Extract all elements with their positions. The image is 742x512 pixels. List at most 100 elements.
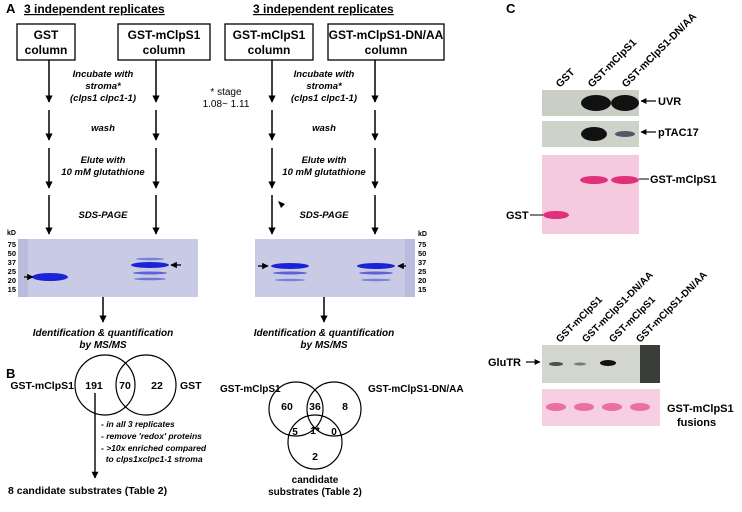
right-kd-tick: 25 <box>418 267 426 276</box>
right-box2-line1: GST-mClpS1-DN/AA <box>329 28 444 42</box>
right-dnaa-column-box <box>327 23 445 61</box>
c-uvr-label: UVR <box>658 96 681 108</box>
c-gst-mclps1-label: GST-mClpS1 <box>650 174 717 186</box>
c-uvr-band <box>611 95 639 111</box>
venn-right-c-only: 2 <box>312 451 318 463</box>
c-glutr-band <box>549 362 563 366</box>
left-box1-line1: GST <box>34 28 59 42</box>
left-sds-page: SDS-PAGE <box>79 210 129 221</box>
venn-left-circle-gst <box>115 354 177 416</box>
panel-label-a: A <box>6 1 16 16</box>
c-ponceau-blot <box>542 155 639 234</box>
venn-left-result: 8 candidate substrates (Table 2) <box>8 485 167 497</box>
right-kd-tick: 37 <box>418 258 426 267</box>
left-gel-band-faint <box>134 277 166 281</box>
left-box2-line2: column <box>143 43 186 57</box>
venn-right-bc: 0 <box>331 427 337 438</box>
left-gst-mclps1-column-box <box>117 23 211 61</box>
c-gst-label: GST <box>506 210 529 222</box>
right-incubate-line3: (clps1 clpc1-1) <box>291 93 357 104</box>
right-gel-ladder <box>405 239 415 297</box>
right-kd-tick: 15 <box>418 285 426 294</box>
c-glutr-dark-edge <box>640 345 660 383</box>
left-gel-band-gst <box>32 273 68 281</box>
left-kd-label: kD <box>7 230 16 237</box>
c-glutr-label: GluTR <box>488 357 521 369</box>
venn-left-overlap: 70 <box>119 380 131 392</box>
c-ptac17-band <box>581 127 607 141</box>
right-gel-band-faint <box>275 278 305 282</box>
venn-left-circle-mclps1 <box>74 354 136 416</box>
venn-right-label-a: GST-mClpS1 <box>220 384 281 395</box>
left-kd-tick: 25 <box>8 267 16 276</box>
c-ponceau-band-gst <box>543 211 569 219</box>
left-gel-band-faint <box>133 271 167 275</box>
right-replicates-title: 3 independent replicates <box>253 2 394 16</box>
left-identification-line2: by MS/MS <box>79 340 127 351</box>
stage-note-line2: 1.08~ 1.11 <box>203 99 250 110</box>
venn-left-label-gst: GST <box>180 380 202 392</box>
c-ptac17-band-faint <box>615 131 635 137</box>
right-box1-line2: column <box>248 43 291 57</box>
right-kd-tick: 50 <box>418 249 426 258</box>
venn-right-b-only: 8 <box>342 401 348 413</box>
right-sds-page: SDS-PAGE <box>300 210 350 221</box>
left-gel-ladder <box>18 239 28 297</box>
right-identification-line1: Identification & quantification <box>254 328 395 339</box>
left-gel-band-faint <box>136 257 164 261</box>
venn-right-label-b: GST-mClpS1-DN/AA <box>368 384 464 395</box>
right-kd-ticks: 75 50 37 25 20 15 <box>418 240 426 294</box>
left-kd-tick: 15 <box>8 285 16 294</box>
left-box2-line1: GST-mClpS1 <box>128 28 201 42</box>
left-gel-band-mclps1 <box>131 262 169 268</box>
venn-left-label-mclps1: GST-mClpS1 <box>10 380 74 392</box>
left-kd-tick: 20 <box>8 276 16 285</box>
right-small-arrowhead <box>278 201 285 208</box>
right-gel-band-dnaa <box>357 263 395 269</box>
venn-right-label-c-line1: candidate <box>292 475 339 486</box>
left-replicates-title: 3 independent replicates <box>24 2 165 16</box>
right-identification-line2: by MS/MS <box>300 340 348 351</box>
right-kd-label: kD <box>418 231 427 238</box>
stage-note-line1: * stage <box>210 87 242 98</box>
venn-left-only-mclps1: 191 <box>85 380 103 392</box>
venn-right-a-only: 60 <box>281 401 293 413</box>
right-gst-mclps1-column-box <box>224 23 314 61</box>
c-fusion-band <box>630 403 650 411</box>
left-wash: wash <box>91 123 115 134</box>
venn-right-label-c-line2: substrates (Table 2) <box>268 487 362 498</box>
right-flow-arrows <box>268 60 379 235</box>
left-box1-line2: column <box>25 43 68 57</box>
right-wash: wash <box>312 123 336 134</box>
venn-right-circle-b <box>306 381 362 437</box>
venn-left-filter: - in all 3 replicates <box>101 419 175 429</box>
right-kd-tick: 75 <box>418 240 426 249</box>
right-box1-line1: GST-mClpS1 <box>233 28 306 42</box>
venn-left-filter: to clps1xclpc1-1 stroma <box>101 454 203 464</box>
right-elute-line2: 10 mM glutathione <box>282 167 366 178</box>
venn-right-abc: 1* <box>310 426 320 437</box>
c-ponceau-band-mclps1 <box>580 176 608 184</box>
right-elute-line1: Elute with <box>302 155 347 166</box>
right-incubate-line1: Incubate with <box>294 69 355 80</box>
c-fusion-label-line1: GST-mClpS1 <box>667 403 734 415</box>
right-gel-band-mclps1 <box>271 263 309 269</box>
left-kd-ticks: 75 50 37 25 20 15 <box>8 240 16 294</box>
panel-label-b: B <box>6 366 15 381</box>
venn-right-ac: 5 <box>292 427 298 438</box>
left-kd-tick: 75 <box>8 240 16 249</box>
left-gel <box>18 239 198 297</box>
left-elute-line2: 10 mM glutathione <box>61 167 145 178</box>
left-elute-line1: Elute with <box>81 155 126 166</box>
right-box2-line2: column <box>365 43 408 57</box>
c-ptac17-label: pTAC17 <box>658 127 699 139</box>
c-fusion-band <box>574 403 594 411</box>
right-kd-tick: 20 <box>418 276 426 285</box>
venn-right-circle-a <box>268 381 324 437</box>
left-flow-arrows <box>45 60 160 235</box>
c-fusion-label-line2: fusions <box>677 417 716 429</box>
left-kd-tick: 37 <box>8 258 16 267</box>
c-fusion-band <box>602 403 622 411</box>
c-ponceau-band-dnaa <box>611 176 639 184</box>
